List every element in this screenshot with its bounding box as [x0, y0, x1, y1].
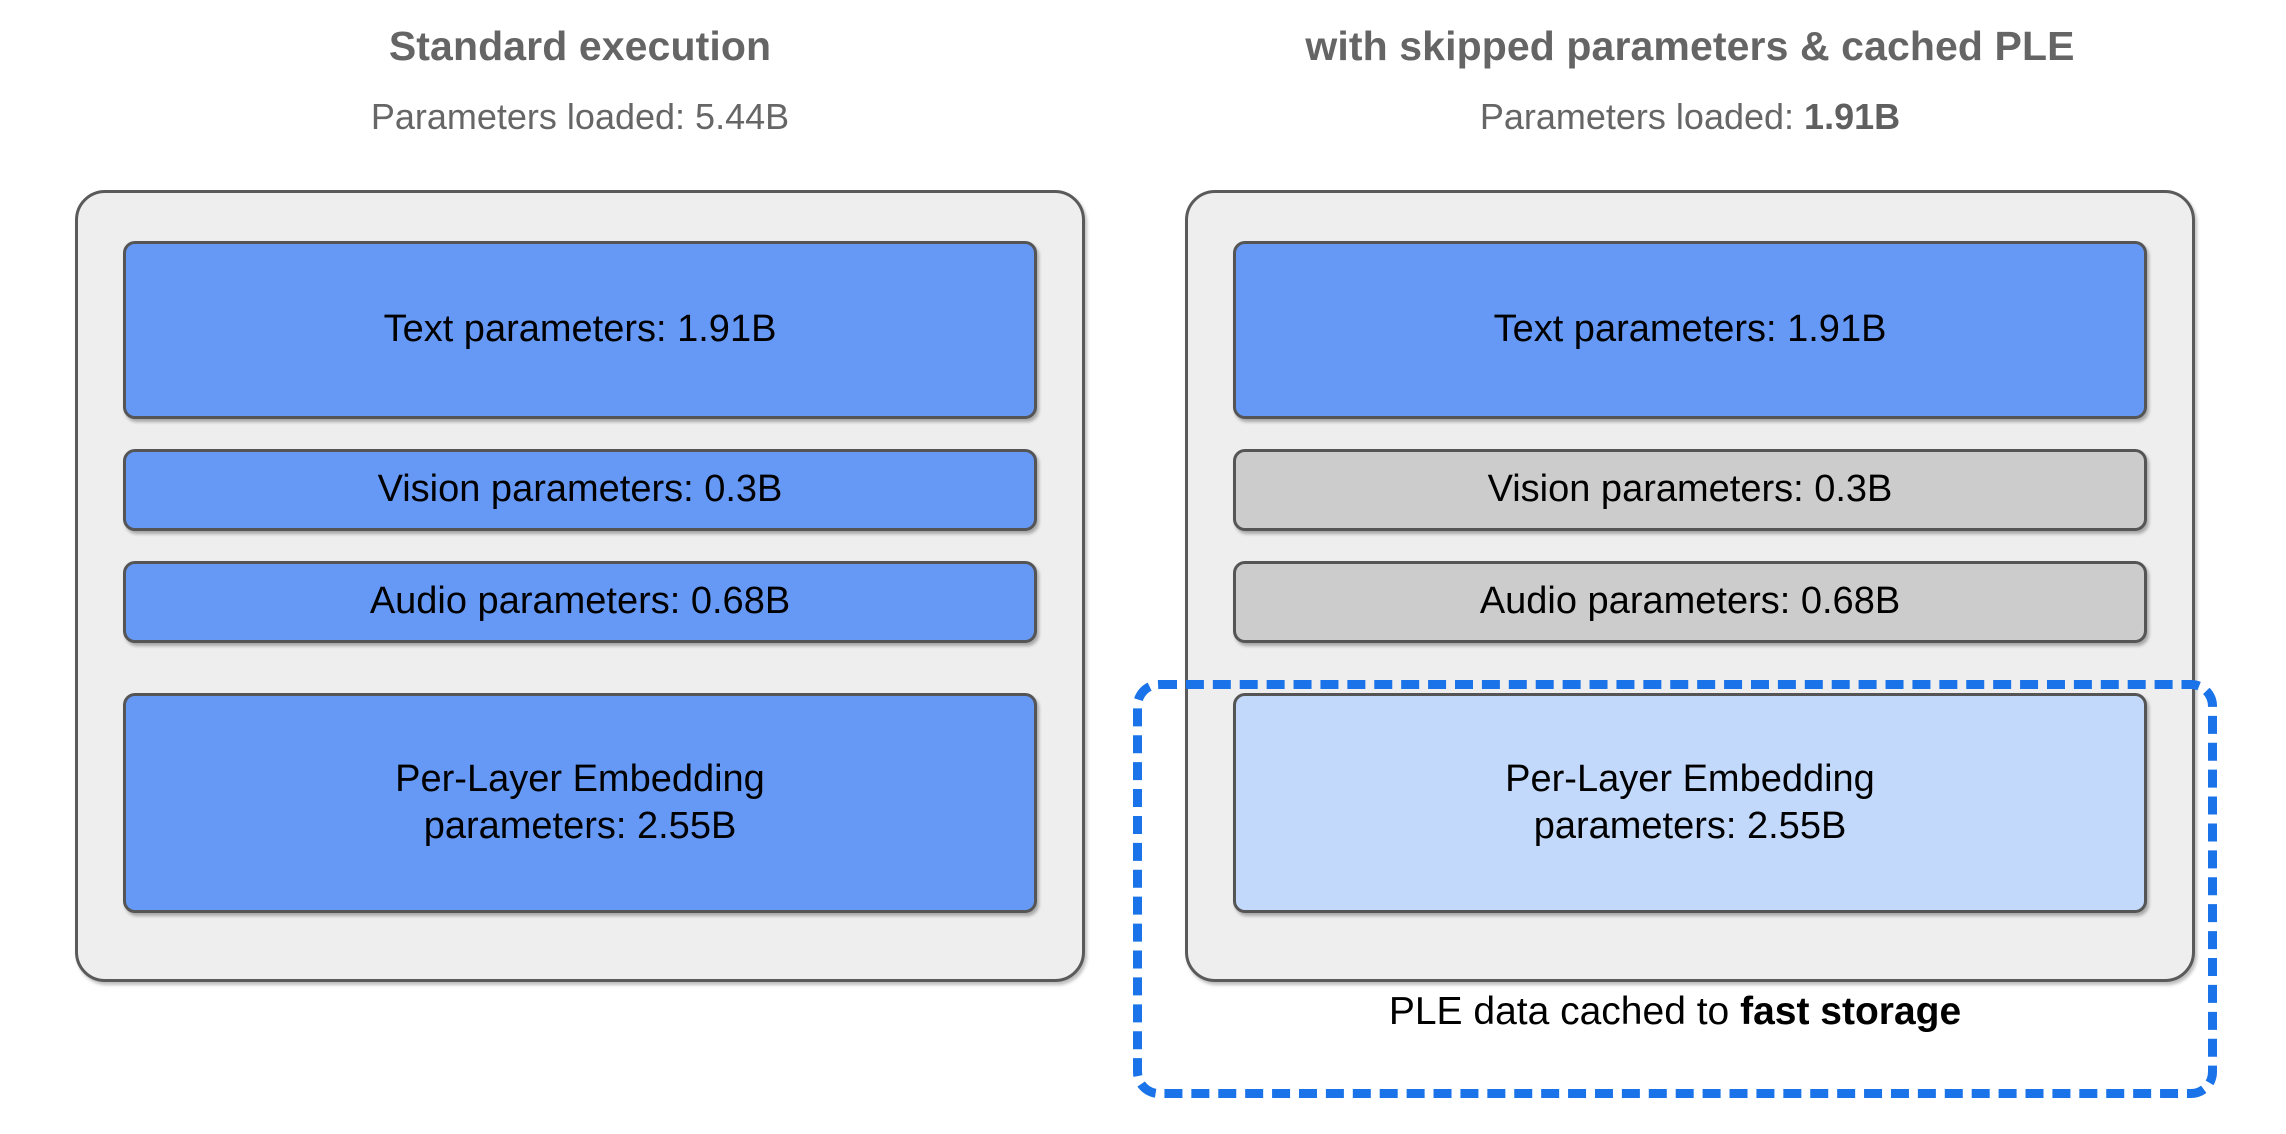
box-label: Vision parameters: 0.3B	[1487, 468, 1893, 511]
parameters-loaded-value-optimized: 1.91B	[1804, 96, 1901, 137]
parameters-loaded-label-optimized: Parameters loaded:	[1479, 96, 1805, 137]
column-subtitle-standard: Parameters loaded: 5.44B	[75, 99, 1085, 135]
box-label: Audio parameters: 0.68B	[369, 580, 791, 623]
column-standard-execution: Standard execution Parameters loaded: 5.…	[75, 0, 1085, 135]
box-vision-parameters-standard: Vision parameters: 0.3B	[123, 449, 1037, 531]
panel-optimized-execution: Text parameters: 1.91B Vision parameters…	[1185, 190, 2195, 982]
column-subtitle-optimized: Parameters loaded: 1.91B	[1185, 99, 2195, 135]
cache-caption-emphasis: fast storage	[1740, 990, 1962, 1033]
box-vision-parameters-optimized: Vision parameters: 0.3B	[1233, 449, 2147, 531]
box-audio-parameters-optimized: Audio parameters: 0.68B	[1233, 561, 2147, 643]
column-title-standard: Standard execution	[388, 23, 772, 69]
cache-caption: PLE data cached to fast storage	[1133, 992, 2217, 1031]
box-label-line-1: Per-Layer Embedding	[395, 757, 765, 800]
box-text-parameters-standard: Text parameters: 1.91B	[123, 241, 1037, 419]
box-label: Audio parameters: 0.68B	[1479, 580, 1901, 623]
box-label: Text parameters: 1.91B	[1493, 308, 1887, 351]
box-audio-parameters-standard: Audio parameters: 0.68B	[123, 561, 1037, 643]
column-title-optimized: with skipped parameters & cached PLE	[1305, 23, 2075, 69]
box-label: Vision parameters: 0.3B	[377, 468, 783, 511]
box-ple-parameters-standard: Per-Layer Embedding parameters: 2.55B	[123, 693, 1037, 913]
box-label-line-1: Per-Layer Embedding	[1505, 757, 1875, 800]
box-label-line-2: parameters: 2.55B	[423, 805, 737, 847]
panel-standard-execution: Text parameters: 1.91B Vision parameters…	[75, 190, 1085, 982]
box-label-line-2: parameters: 2.55B	[1533, 805, 1847, 847]
box-label: Text parameters: 1.91B	[383, 308, 777, 351]
box-text-parameters-optimized: Text parameters: 1.91B	[1233, 241, 2147, 419]
parameters-loaded-label-standard: Parameters loaded:	[370, 96, 696, 137]
box-ple-parameters-optimized: Per-Layer Embedding parameters: 2.55B	[1233, 693, 2147, 913]
parameters-loaded-value-standard: 5.44B	[695, 96, 790, 137]
column-optimized-execution: with skipped parameters & cached PLE Par…	[1185, 0, 2195, 135]
cache-caption-prefix: PLE data cached to	[1388, 990, 1741, 1033]
